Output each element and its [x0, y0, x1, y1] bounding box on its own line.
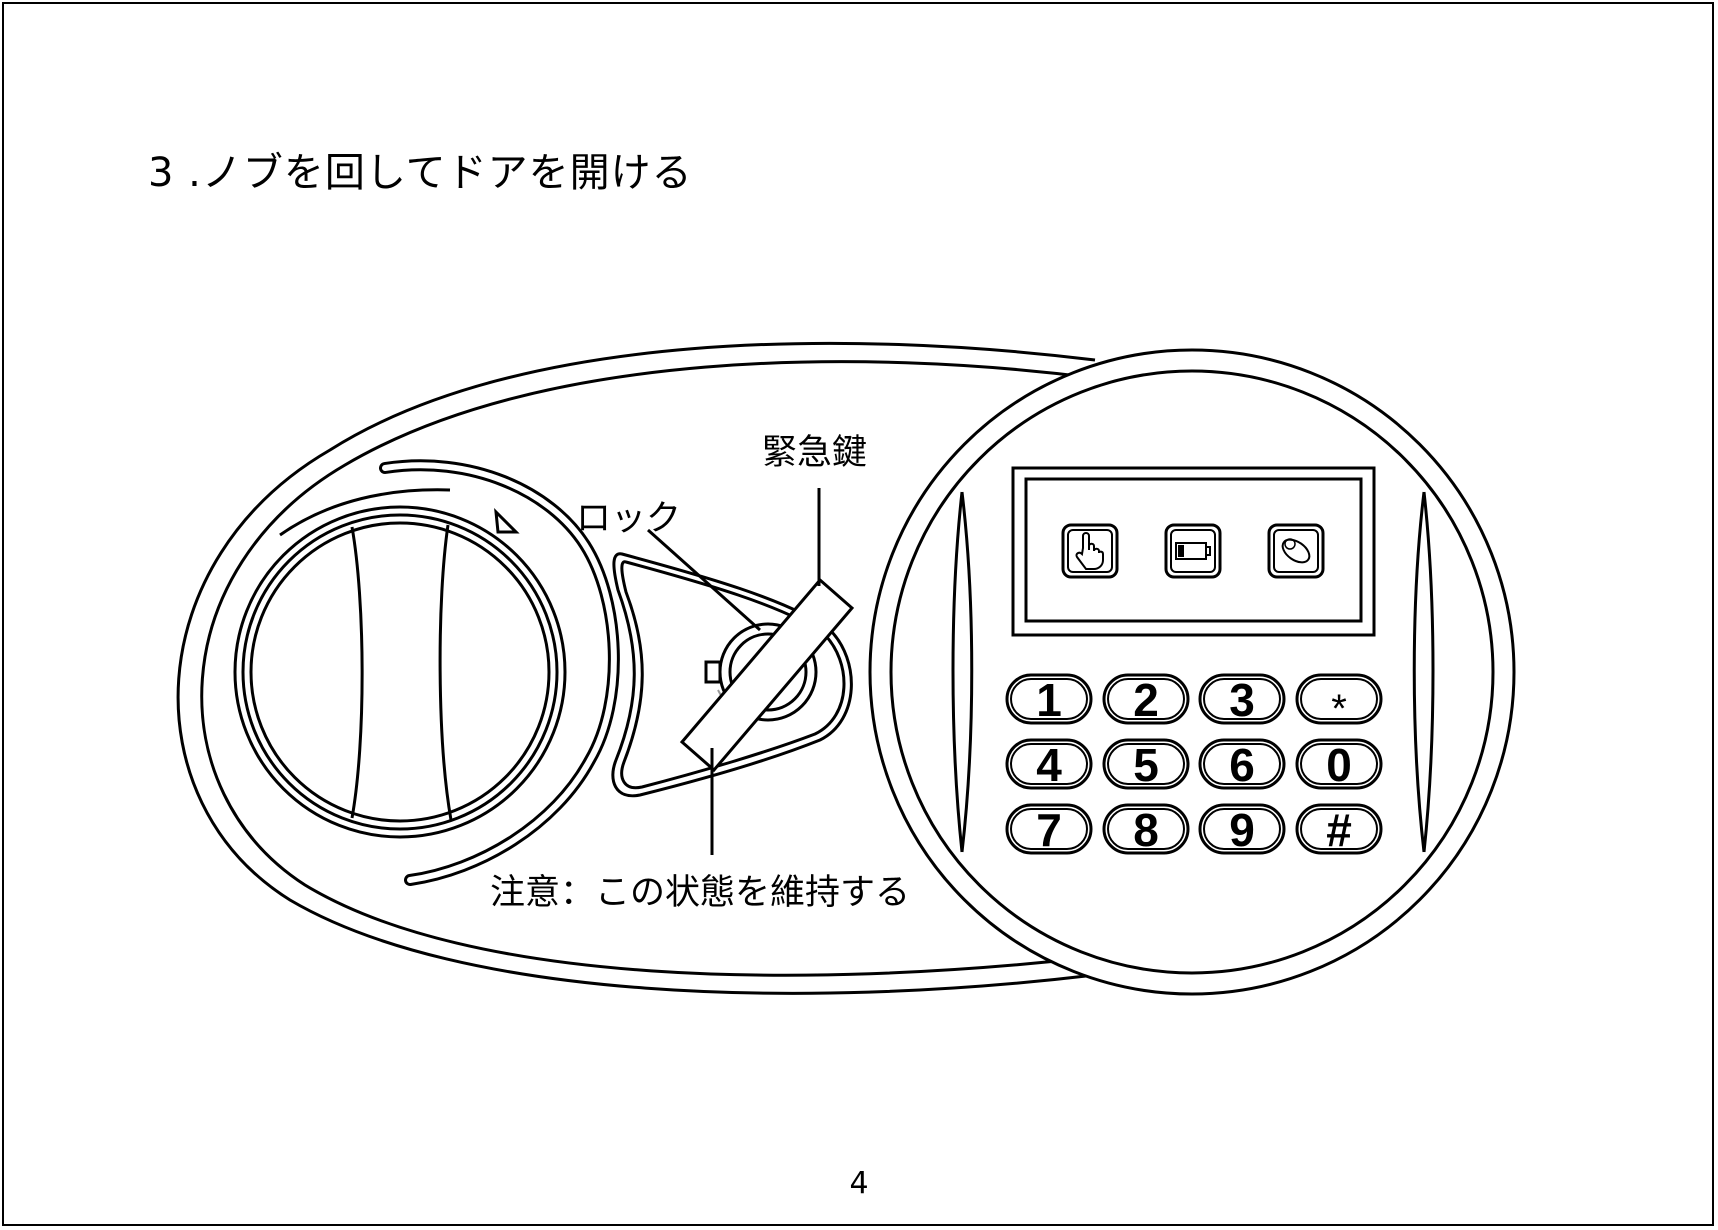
- lock-body-inner-outline: [200, 360, 1096, 977]
- display-window-outer: [1011, 466, 1376, 637]
- key-label: 1: [1036, 674, 1062, 726]
- step-title: 3 .ノブを回してドアを開ける: [148, 150, 693, 196]
- key-label: 3: [1229, 674, 1255, 726]
- knob-grip-right: [438, 524, 453, 821]
- lock-cylinder-inner: [728, 632, 808, 712]
- key-label: 6: [1229, 739, 1255, 791]
- key-label: 5: [1133, 739, 1159, 791]
- key-label: 0: [1326, 739, 1352, 791]
- knob-outer: [233, 505, 567, 839]
- page-number: 4: [849, 1166, 869, 1201]
- key-0[interactable]: [1295, 738, 1383, 790]
- key-4[interactable]: [1005, 738, 1093, 790]
- key-6[interactable]: [1198, 738, 1286, 790]
- key-5[interactable]: [1102, 738, 1190, 790]
- key-label: #: [1326, 804, 1352, 856]
- knob-middle: [241, 513, 559, 831]
- panel-side-left: [951, 491, 964, 853]
- key-8[interactable]: [1102, 803, 1190, 855]
- knob-grip-left: [350, 526, 364, 819]
- panel-side-right: [1422, 491, 1435, 853]
- battery-icon: [1164, 523, 1222, 579]
- magnifier-circle-outer: [868, 348, 1516, 996]
- key-star[interactable]: [1295, 673, 1383, 725]
- lock-body-outline: [176, 341, 1096, 995]
- key-9[interactable]: [1198, 803, 1286, 855]
- keypad: [1005, 673, 1383, 855]
- key-label: 2: [1133, 674, 1159, 726]
- arrow-icon: [494, 507, 520, 534]
- key-label: 8: [1133, 804, 1159, 856]
- key-label: *: [1331, 687, 1347, 731]
- key-label: 9: [1229, 804, 1255, 856]
- key-icon: [1267, 523, 1325, 579]
- key-label: 4: [1036, 739, 1062, 791]
- emergency-key-label: 緊急鍵: [762, 433, 868, 473]
- key-2[interactable]: [1102, 673, 1190, 725]
- key-1[interactable]: [1005, 673, 1093, 725]
- key-label: 7: [1036, 804, 1062, 856]
- lock-label: ロック: [576, 499, 682, 539]
- emergency-key: [679, 577, 855, 773]
- knob-inner: [249, 521, 551, 823]
- key-hash[interactable]: [1295, 803, 1383, 855]
- note-label: 注意：この状態を維持する: [490, 873, 911, 913]
- display-window-inner: [1024, 477, 1363, 623]
- key-3[interactable]: [1198, 673, 1286, 725]
- hand-icon: [1061, 523, 1119, 579]
- lock-leader-line: [647, 528, 761, 632]
- key-7[interactable]: [1005, 803, 1093, 855]
- magnifier-circle-inner: [889, 369, 1495, 975]
